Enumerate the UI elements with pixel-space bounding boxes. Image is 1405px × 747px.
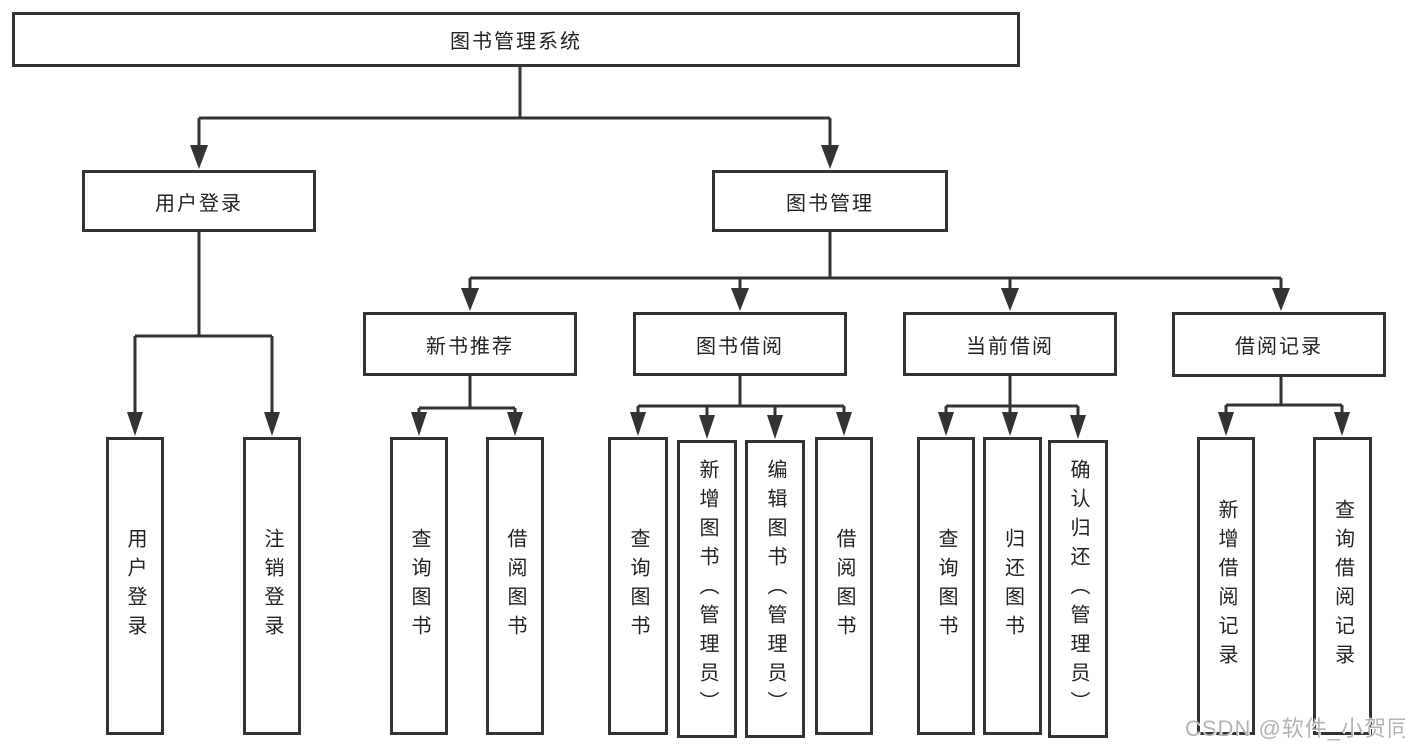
node-current-borrow: 当前借阅 [903,312,1117,376]
arrow-down-icon [461,288,479,311]
connector-current-subtree [938,376,1086,439]
leaf-borrow-book-2: 借阅图书 [815,437,873,735]
node-root-system: 图书管理系统 [12,12,1020,67]
arrow-down-icon [1001,288,1019,311]
arrow-down-icon [1272,288,1290,311]
connector-record-subtree [1218,377,1350,436]
node-new-book-recommend: 新书推荐 [363,312,577,376]
leaf-logout: 注销登录 [243,437,301,735]
leaf-add-borrow-record: 新增借阅记录 [1197,437,1255,735]
arrow-down-icon [821,145,839,169]
arrow-down-icon [630,412,646,436]
leaf-user-login: 用户登录 [106,437,164,735]
connector-newbook-subtree [411,376,523,436]
arrow-down-icon [1070,415,1086,439]
csdn-watermark: CSDN @软件_小贺同学 [1185,716,1405,741]
arrow-down-icon [938,412,954,436]
arrow-down-icon [836,412,852,436]
arrow-down-icon [127,412,143,436]
arrow-down-icon [264,412,280,436]
arrow-down-icon [767,415,783,439]
arrow-down-icon [411,412,427,436]
leaf-query-book-2: 查询图书 [608,437,668,735]
leaf-return-book: 归还图书 [983,437,1042,735]
leaf-confirm-return-admin: 确认归还（管理员） [1048,440,1108,738]
connector-borrow-subtree [630,376,852,439]
leaf-edit-book-admin: 编辑图书（管理员） [745,440,805,738]
leaf-borrow-book-1: 借阅图书 [486,437,544,735]
arrow-down-icon [699,415,715,439]
connector-login-subtree [127,232,280,436]
connector-management-subtree [461,232,1290,311]
connector-root-to-level1 [190,67,839,169]
node-borrow-record: 借阅记录 [1172,312,1386,377]
node-book-management: 图书管理 [712,170,948,232]
leaf-query-book-1: 查询图书 [390,437,448,735]
leaf-add-book-admin: 新增图书（管理员） [677,440,737,738]
arrow-down-icon [731,288,749,311]
leaf-query-book-3: 查询图书 [917,437,975,735]
arrow-down-icon [1334,412,1350,436]
arrow-down-icon [1002,412,1018,436]
arrow-down-icon [1218,412,1234,436]
leaf-query-borrow-record: 查询借阅记录 [1313,437,1372,735]
node-user-login: 用户登录 [82,170,316,232]
arrow-down-icon [190,145,208,169]
arrow-down-icon [507,412,523,436]
node-book-borrow: 图书借阅 [633,312,847,376]
